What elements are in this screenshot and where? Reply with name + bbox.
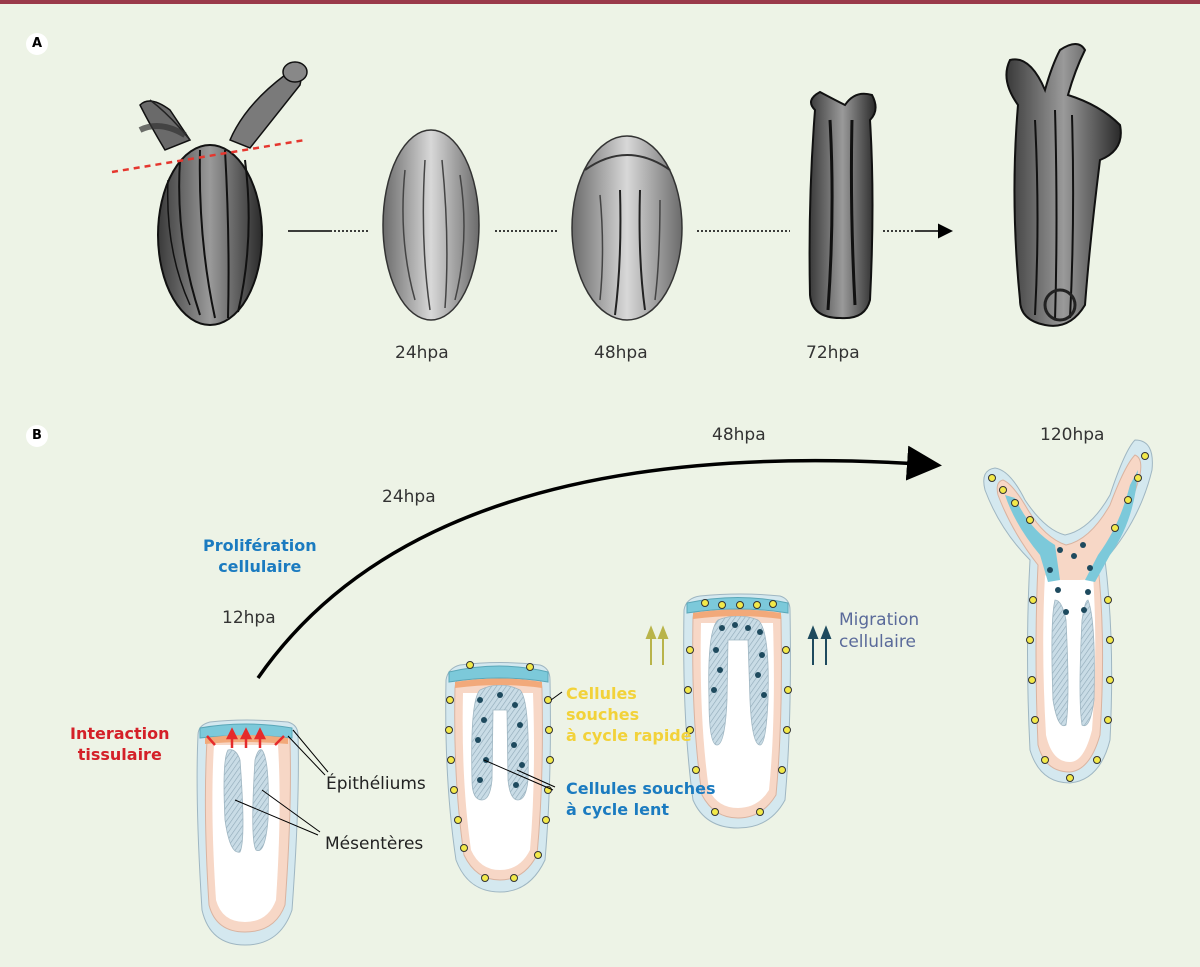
proliferation-label: Prolifération cellulaire [203,536,317,576]
time-48hpa: 48hpa [712,425,766,445]
label-72hpa: 72hpa [806,343,860,363]
slow-cycle-label: Cellules souches à cycle lent [566,779,716,819]
mesenteres-label: Mésentères [325,834,424,854]
stage-1-diagram [196,719,299,946]
annotation-leaders [234,729,329,836]
specimen-24hpa [382,129,480,321]
stage-2-leaders [483,691,563,791]
fast-cycle-label: Cellules souches à cycle rapide [566,684,692,745]
time-arc [256,445,942,679]
interaction-label: Interaction tissulaire [70,724,170,764]
label-48hpa: 48hpa [594,343,648,363]
migration-label: Migration cellulaire [839,610,920,652]
time-120hpa: 120hpa [1040,425,1105,445]
specimen-72hpa [808,90,877,320]
specimen-48hpa [571,135,683,321]
specimen-full-polyp [111,61,308,326]
teal-arrows [807,625,832,665]
time-12hpa: 12hpa [222,608,276,628]
specimen-regenerated [1005,43,1122,327]
fast-cycle-cells [445,452,1149,882]
top-rule [0,0,1200,4]
label-24hpa: 24hpa [395,343,449,363]
panel-b-letter: B [26,425,48,447]
time-24hpa: 24hpa [382,487,436,507]
olive-arrows [645,625,669,665]
panel-a-letter: A [26,33,48,55]
slow-cycle-cells [475,542,1093,788]
epitheliums-label: Épithéliums [326,774,426,794]
